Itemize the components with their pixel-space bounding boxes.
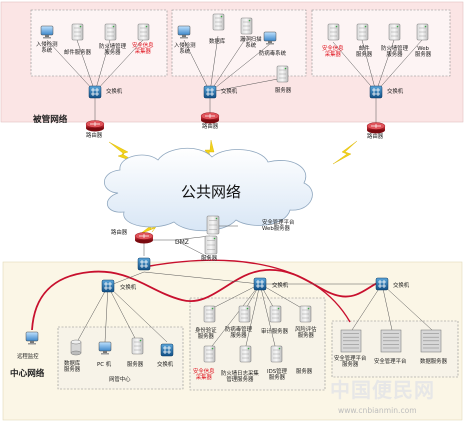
center-links: [76, 271, 433, 351]
vuln-scan-server-icon: [240, 17, 253, 35]
red-backbone-cable-branch: [149, 259, 351, 323]
branch-mid-box: [171, 9, 307, 77]
dmz-links: [143, 225, 238, 259]
dmz-server-label: 服务器: [201, 256, 218, 262]
branch-right-box: [311, 9, 451, 77]
antivirus-mgmt-server-icon: [238, 305, 251, 323]
branch-left-router-icon: [85, 120, 105, 132]
ids-monitor-icon: [177, 25, 191, 39]
dmz-mgmt-web-server-label: 安全管理平台 Web服务器: [262, 220, 295, 232]
center-switch-left-icon: [101, 279, 115, 293]
branch-right-mail-server-label: 邮件 服务器: [356, 46, 373, 58]
firewall-mgmt-server-icon: [104, 23, 117, 41]
branch-left-sec-collector-label: 安全信息 采集器: [132, 43, 154, 55]
center-platform-server-label: 安全管理平台 服务器: [334, 356, 367, 368]
security-collector-icon: [327, 23, 340, 41]
branch-left-ids-label: 入侵检测 系统: [36, 42, 58, 54]
center-sec-server-cut-label: 服务器: [296, 369, 313, 375]
center-mgmt-pc-label: PC 机: [97, 362, 112, 368]
branch-mid-switch-label: 交换机: [221, 89, 238, 95]
center-mgmt-server-label: 服务器: [127, 362, 144, 368]
dmz-switch-icon: [137, 257, 151, 271]
remote-monitoring-label: 远程监控: [17, 354, 39, 360]
dmz-router-icon: [134, 232, 154, 244]
center-sec-ids-mgmt-label: IDS管理 服务器: [267, 369, 287, 381]
security-collector-icon: [203, 345, 216, 363]
dmz-server-icon: [204, 235, 218, 255]
branch-mid-server-label: 服务器: [275, 88, 292, 94]
center-sec-audit-label: 审计服务器: [261, 329, 288, 335]
branch-mid-ids-label: 入侵检测 系统: [174, 43, 196, 55]
branch-right-firewall-mgmt-label: 防火墙管理 服务器: [381, 46, 408, 58]
dmz-label: DMZ: [175, 239, 189, 246]
remote-monitor-laptop-icon: [25, 331, 39, 345]
center-switch-right-label: 交换机: [393, 283, 410, 289]
branch-left-mail-server-label: 邮件服务器: [64, 50, 91, 56]
managed-network-title: 被管网络: [33, 115, 68, 125]
center-network-title: 中心网络: [10, 369, 45, 379]
branch-left-switch-icon: [88, 85, 102, 99]
platform-rack-icon: [380, 329, 402, 353]
branch-mid-router-label: 路由器: [202, 124, 219, 130]
ids-mgmt-server-icon: [270, 345, 283, 363]
center-sec-collector-label: 安全信息 采集器: [193, 369, 215, 381]
center-mgmt-db-label: 数据库 服务器: [64, 361, 81, 373]
watermark-url: www.cnbianmin.com: [338, 406, 417, 415]
branch-server-icon: [276, 65, 289, 83]
branch-mid-antivirus-label: 防病毒系统: [259, 51, 286, 57]
center-sec-fw-log-label: 防火墙日志采集 管理服务器: [221, 371, 259, 383]
platform-server-rack-icon: [340, 329, 362, 353]
branch-right-sec-collector-label: 安全信息 采集器: [322, 46, 344, 58]
center-switch-mid-icon: [253, 277, 267, 291]
branch-left-box: [30, 9, 168, 77]
ids-monitor-icon: [40, 25, 54, 39]
red-backbone-cable: [31, 269, 383, 331]
mgmt-switch-icon: [160, 343, 174, 357]
dmz-router-label: 路由器: [111, 230, 128, 236]
branch-right-router-icon: [366, 122, 386, 134]
center-data-server-label: 数据服务器: [420, 359, 447, 365]
branch-right-router-label: 路由器: [367, 134, 384, 140]
public-network-title: 公共网络: [181, 183, 242, 201]
watermark-brand: 中国便民网: [330, 378, 435, 402]
branch-mid-router-icon: [200, 112, 220, 124]
public-network-cloud: [103, 147, 313, 232]
risk-assessment-server-icon: [299, 305, 312, 323]
branch-left-switch-label: 交换机: [106, 89, 123, 95]
security-collector-icon: [137, 23, 150, 41]
dmz-web-server-icon: [206, 215, 220, 235]
branch-right-switch-label: 交换机: [387, 89, 404, 95]
branch-right-web-server-label: Web 服务器: [415, 46, 432, 58]
branch-mid-database-label: 数据库: [209, 39, 226, 45]
fw-log-server-icon: [239, 345, 252, 363]
mgmt-server-icon: [131, 337, 144, 355]
center-sec-antivirus-mgmt-label: 防病毒管理 服务器: [225, 327, 252, 339]
center-mgmt-center-label: 网管中心: [109, 377, 131, 383]
center-switch-right-icon: [375, 277, 389, 291]
mail-server-icon: [71, 23, 84, 41]
pc-icon: [98, 341, 112, 355]
db-server-icon: [70, 339, 82, 356]
auth-server-icon: [203, 305, 216, 323]
audit-server-icon: [269, 305, 282, 323]
antivirus-monitor-icon: [263, 31, 277, 45]
branch-right-switch-icon: [369, 85, 383, 99]
branch-left-router-label: 路由器: [86, 133, 103, 139]
database-server-icon: [212, 13, 225, 31]
branch-left-firewall-mgmt-label: 防火墙管理 服务器: [99, 44, 126, 56]
center-sec-risk-label: 风险评估 服务器: [295, 327, 317, 339]
center-platform-label: 安全管理平台: [374, 359, 407, 365]
center-mgmt-switch-label: 交换机: [157, 362, 174, 368]
web-server-icon: [416, 23, 429, 41]
branch-mid-switch-icon: [203, 85, 217, 99]
center-switch-left-label: 交换机: [120, 285, 137, 291]
data-server-rack-icon: [420, 329, 442, 353]
branch-mid-vuln-scan-label: 漏洞扫描 系统: [240, 37, 262, 49]
mail-server-icon: [356, 23, 369, 41]
center-switch-mid-label: 交换机: [272, 283, 289, 289]
center-sec-auth-label: 身份验证 服务器: [195, 328, 217, 340]
firewall-mgmt-server-icon: [388, 23, 401, 41]
